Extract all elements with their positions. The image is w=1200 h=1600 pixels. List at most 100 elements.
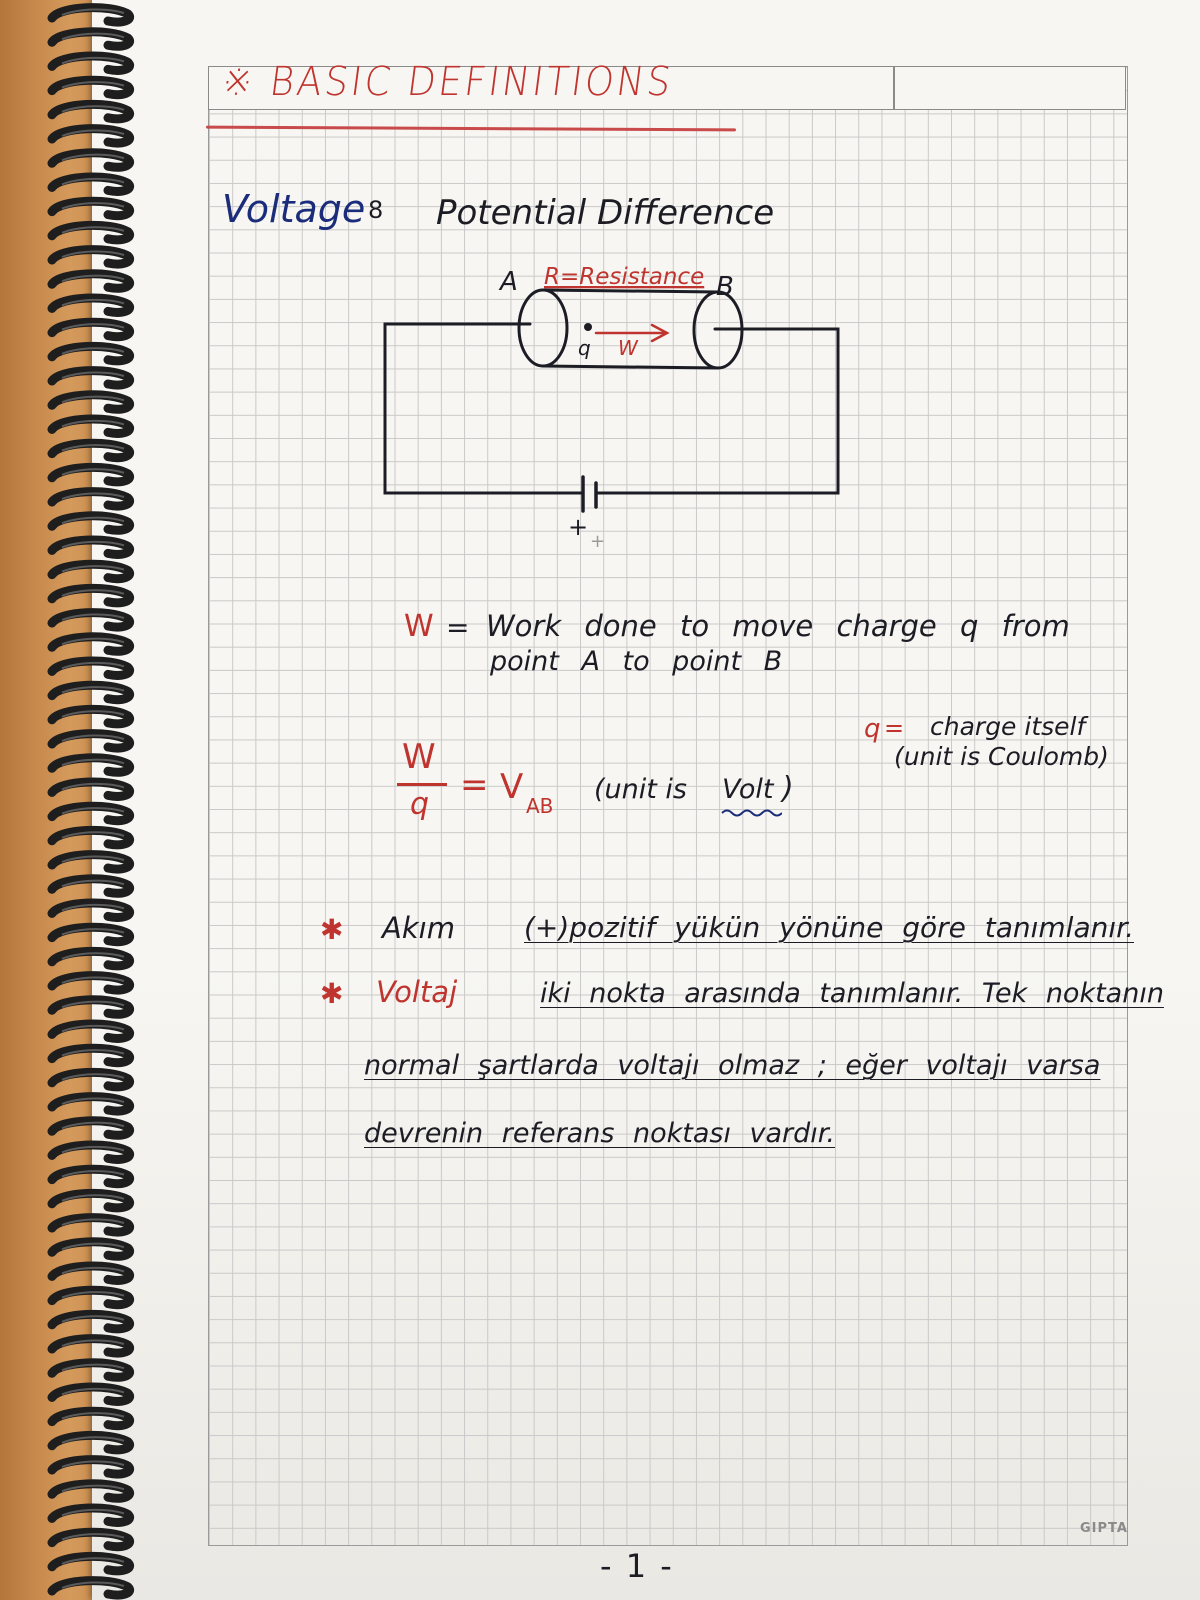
- spiral-coil-highlight: [61, 444, 125, 452]
- spiral-coil-highlight: [61, 492, 125, 500]
- spiral-coil: [47, 1043, 134, 1068]
- spiral-coil: [47, 1164, 134, 1189]
- spiral-coil-highlight: [61, 540, 125, 549]
- spiral-coil: [47, 1237, 134, 1261]
- formula-unit: Volt: [722, 774, 774, 805]
- point-a-label: A: [498, 267, 518, 297]
- circuit-wire: [383, 322, 584, 495]
- spiral-coil: [47, 656, 134, 680]
- spiral-coil: [47, 1382, 134, 1406]
- spiral-coil: [47, 1358, 134, 1382]
- spiral-coil-highlight: [61, 1387, 125, 1396]
- spiral-coil: [47, 1092, 134, 1116]
- spiral-coil: [47, 801, 134, 826]
- spiral-coil-highlight: [61, 1315, 125, 1323]
- work-definition-line2: point A to point B: [490, 646, 783, 677]
- spiral-coil: [47, 632, 134, 656]
- spiral-coil-highlight: [61, 903, 125, 912]
- spiral-coil: [47, 414, 134, 438]
- spiral-coil: [47, 1067, 134, 1092]
- spiral-coil-highlight: [61, 395, 125, 404]
- page-title: ※ BASIC DEFINITIONS: [219, 59, 677, 105]
- work-equals: =: [446, 611, 470, 644]
- spiral-coil-highlight: [61, 1266, 125, 1275]
- spiral-coil: [47, 1503, 134, 1527]
- spiral-coil-highlight: [61, 1291, 125, 1299]
- spiral-coil: [47, 1261, 134, 1285]
- formula-unit-suffix: ): [782, 771, 794, 806]
- spiral-coil-highlight: [61, 298, 125, 307]
- note2-line2: normal şartlarda voltajı olmaz ; eğer vo…: [364, 1050, 1101, 1081]
- spiral-coil-highlight: [61, 202, 125, 210]
- spiral-coil-highlight: [61, 1581, 125, 1589]
- spiral-coil: [47, 293, 134, 317]
- page-number: - 1 -: [600, 1547, 674, 1585]
- charge-label: q: [578, 336, 591, 360]
- voltage-definition: Potential Difference: [436, 193, 775, 233]
- spiral-coil: [47, 462, 134, 487]
- volt-wavy-underline: [721, 809, 782, 817]
- spiral-coil: [47, 1527, 134, 1552]
- spiral-coil: [47, 196, 134, 221]
- spiral-coil-highlight: [61, 1000, 125, 1009]
- spiral-coil: [47, 1285, 134, 1310]
- work-definition-line1: Work done to move charge q from: [486, 609, 1070, 643]
- circuit-diagram: A B R=Resistance q W + +: [383, 264, 840, 552]
- note1-text: (+)pozitif yükün yönüne göre tanımlanır.: [524, 911, 1134, 944]
- spiral-coil: [47, 680, 134, 705]
- note2-line1: iki nokta arasında tanımlanır. Tek nokta…: [540, 978, 1164, 1009]
- circuit-wire: [595, 327, 840, 495]
- formula-numerator: W: [402, 737, 436, 777]
- spiral-coil-highlight: [61, 1363, 125, 1372]
- spiral-coil-highlight: [61, 105, 125, 113]
- spiral-coil-highlight: [61, 1024, 125, 1033]
- spiral-coil: [47, 898, 134, 922]
- note2-voltaj: Voltaj: [376, 975, 458, 1009]
- spiral-coil: [47, 1551, 134, 1576]
- spiral-coil: [47, 390, 134, 414]
- spiral-coil: [47, 148, 134, 172]
- formula-denominator: q: [410, 787, 430, 822]
- spiral-coil: [47, 124, 134, 148]
- spiral-coil-highlight: [61, 879, 125, 888]
- note1-star: ✱: [320, 913, 344, 946]
- spiral-coil-highlight: [61, 613, 125, 621]
- spiral-coil: [47, 51, 134, 75]
- spiral-coil-highlight: [61, 32, 125, 41]
- spiral-coil-highlight: [61, 1049, 125, 1057]
- spiral-coil: [47, 27, 134, 51]
- spiral-coil: [47, 75, 134, 100]
- spiral-coil-highlight: [61, 177, 125, 186]
- battery-plus-label-faint: +: [590, 531, 605, 552]
- spiral-coil: [47, 1213, 134, 1237]
- spiral-coil-highlight: [61, 1170, 125, 1178]
- note1-akim: Akım: [382, 911, 455, 945]
- spiral-coil: [47, 245, 134, 269]
- spiral-coil: [47, 971, 134, 995]
- spiral-coil-highlight: [61, 976, 125, 984]
- note2-line3: devrenin referans noktası vardır.: [364, 1118, 836, 1149]
- charge-equals: =: [884, 714, 905, 742]
- spiral-coil: [47, 99, 134, 124]
- fraction-bar: [397, 783, 447, 786]
- spiral-coil: [47, 317, 134, 342]
- spiral-coil: [47, 511, 134, 535]
- spiral-coil: [47, 341, 134, 366]
- spiral-coil: [47, 438, 134, 463]
- charge-definition-line2: (unit is Coulomb): [894, 742, 1109, 771]
- point-b-label: B: [716, 272, 734, 302]
- spiral-coil-highlight: [61, 371, 125, 379]
- spiral-coil-highlight: [61, 1412, 125, 1420]
- resistor-end-a: [517, 288, 569, 368]
- spiral-coil-highlight: [61, 1484, 125, 1493]
- spiral-coil: [47, 825, 134, 850]
- spiral-coil-highlight: [61, 274, 125, 283]
- spiral-coil-highlight: [61, 661, 125, 670]
- spiral-coil: [47, 1430, 134, 1455]
- spiral-coil-highlight: [61, 782, 125, 791]
- resistance-label: R=Resistance: [544, 264, 704, 290]
- spiral-coil-highlight: [61, 1557, 125, 1565]
- spiral-coil-highlight: [61, 1460, 125, 1468]
- spiral-coil-highlight: [61, 1339, 125, 1347]
- spiral-coil-highlight: [61, 1194, 125, 1202]
